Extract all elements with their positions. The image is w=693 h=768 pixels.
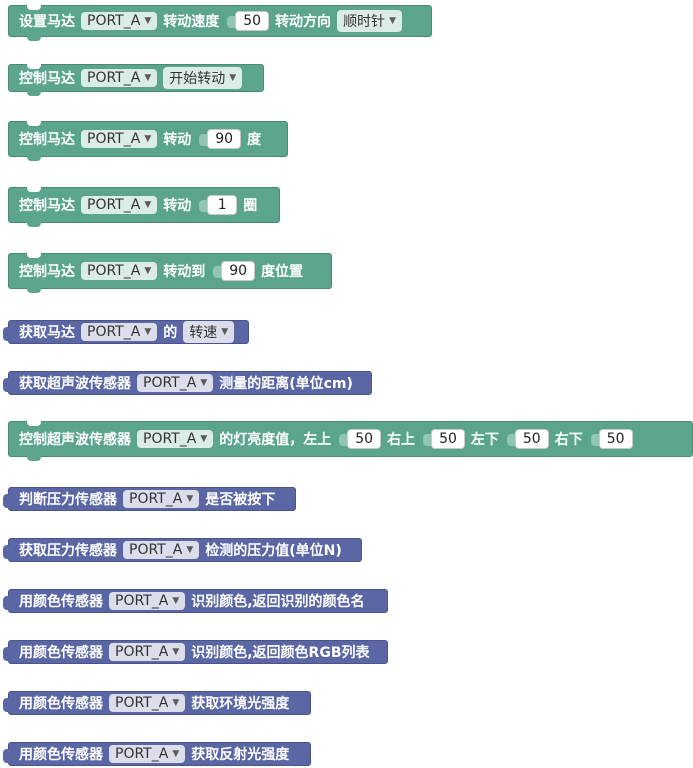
number-slot: 50 (590, 428, 633, 450)
block-text: 的灯亮度值，左上 (219, 432, 332, 448)
block-text: 控制马达 (19, 132, 75, 148)
chevron-down-icon: ▼ (200, 434, 208, 444)
chevron-down-icon: ▼ (172, 749, 180, 759)
port-dropdown[interactable]: PORT_A▼ (123, 541, 200, 559)
turns-input[interactable]: 1 (207, 195, 238, 215)
block-text: 控制马达 (19, 198, 75, 214)
block-get-pressure-value[interactable]: 获取压力传感器 PORT_A▼ 检测的压力值(单位N) (3, 538, 362, 562)
block-text: 左下 (470, 432, 499, 448)
chevron-down-icon: ▼ (186, 545, 194, 555)
chevron-down-icon: ▼ (144, 16, 152, 26)
chevron-down-icon: ▼ (229, 73, 237, 83)
block-text: 获取马达 (19, 325, 75, 341)
block-color-sensor-ambient[interactable]: 用颜色传感器 PORT_A▼ 获取环境光强度 (3, 691, 311, 715)
number-slot: 90 (213, 260, 256, 282)
chevron-down-icon: ▼ (144, 200, 152, 210)
block-text: 转动 (163, 198, 192, 214)
block-color-sensor-name[interactable]: 用颜色传感器 PORT_A▼ 识别颜色,返回识别的颜色名 (3, 589, 388, 613)
chevron-down-icon: ▼ (172, 596, 180, 606)
block-text: 是否被按下 (205, 492, 276, 508)
port-dropdown[interactable]: PORT_A▼ (137, 430, 214, 448)
block-text: 右下 (554, 432, 583, 448)
block-text: 度位置 (261, 264, 304, 280)
block-get-ultrasonic-distance[interactable]: 获取超声波传感器 PORT_A▼ 测量的距离(单位cm) (3, 371, 372, 395)
bottom-left-input[interactable]: 50 (514, 429, 549, 449)
port-dropdown[interactable]: PORT_A▼ (109, 643, 186, 661)
block-text: 度 (247, 132, 262, 148)
port-dropdown[interactable]: PORT_A▼ (81, 323, 158, 341)
block-get-motor-property[interactable]: 获取马达 PORT_A▼ 的 转速▼ (3, 320, 249, 344)
block-text: 控制马达 (19, 264, 75, 280)
block-text: 判断压力传感器 (19, 492, 117, 508)
degrees-input[interactable]: 90 (207, 129, 242, 149)
number-slot: 50 (339, 428, 382, 450)
block-is-pressure-pressed[interactable]: 判断压力传感器 PORT_A▼ 是否被按下 (3, 487, 296, 511)
block-text: 的 (163, 325, 178, 341)
chevron-down-icon: ▼ (186, 494, 194, 504)
block-text: 右上 (387, 432, 416, 448)
port-dropdown[interactable]: PORT_A▼ (109, 592, 186, 610)
number-slot: 1 (199, 194, 238, 216)
block-text: 测量的距离(单位cm) (219, 376, 353, 392)
block-text: 转动到 (163, 264, 206, 280)
bottom-right-input[interactable]: 50 (598, 429, 633, 449)
number-slot: 90 (199, 128, 242, 150)
block-text: 圈 (243, 198, 258, 214)
block-text: 转动速度 (163, 14, 220, 30)
chevron-down-icon: ▼ (144, 266, 152, 276)
block-text: 获取超声波传感器 (19, 376, 131, 392)
chevron-down-icon: ▼ (144, 73, 152, 83)
block-text: 设置马达 (19, 14, 75, 30)
block-text: 获取环境光强度 (191, 696, 290, 712)
block-control-motor-position[interactable]: 控制马达 PORT_A▼ 转动到 90 度位置 (8, 253, 332, 293)
port-dropdown[interactable]: PORT_A▼ (81, 196, 158, 214)
chevron-down-icon: ▼ (172, 698, 180, 708)
block-text: 控制马达 (19, 71, 75, 87)
port-dropdown[interactable]: PORT_A▼ (109, 694, 186, 712)
chevron-down-icon: ▼ (200, 378, 208, 388)
block-text: 检测的压力值(单位N) (205, 543, 342, 559)
port-dropdown[interactable]: PORT_A▼ (81, 130, 158, 148)
block-color-sensor-rgb[interactable]: 用颜色传感器 PORT_A▼ 识别颜色,返回颜色RGB列表 (3, 640, 388, 664)
number-slot: 50 (227, 10, 270, 32)
number-slot: 50 (506, 428, 549, 450)
block-text: 用颜色传感器 (19, 696, 103, 712)
speed-input[interactable]: 50 (235, 11, 270, 31)
block-text: 用颜色传感器 (19, 594, 103, 610)
block-text: 用颜色传感器 (19, 747, 103, 763)
position-input[interactable]: 90 (221, 261, 256, 281)
block-text: 识别颜色,返回颜色RGB列表 (191, 645, 370, 661)
block-text: 获取反射光强度 (191, 747, 290, 763)
block-control-motor-turns[interactable]: 控制马达 PORT_A▼ 转动 1 圈 (8, 187, 280, 227)
number-slot: 50 (423, 428, 465, 450)
block-text: 转动方向 (275, 14, 332, 30)
action-dropdown[interactable]: 开始转动▼ (163, 67, 243, 89)
port-dropdown[interactable]: PORT_A▼ (123, 490, 200, 508)
port-dropdown[interactable]: PORT_A▼ (81, 69, 158, 87)
port-dropdown[interactable]: PORT_A▼ (81, 12, 158, 30)
property-dropdown[interactable]: 转速▼ (183, 321, 235, 343)
chevron-down-icon: ▼ (172, 647, 180, 657)
chevron-down-icon: ▼ (144, 134, 152, 144)
top-right-input[interactable]: 50 (431, 429, 465, 449)
chevron-down-icon: ▼ (389, 16, 396, 26)
block-control-motor-degrees[interactable]: 控制马达 PORT_A▼ 转动 90 度 (8, 121, 288, 161)
block-text: 获取压力传感器 (19, 543, 117, 559)
chevron-down-icon: ▼ (144, 327, 152, 337)
block-text: 识别颜色,返回识别的颜色名 (191, 594, 365, 610)
block-control-motor-start[interactable]: 控制马达 PORT_A▼ 开始转动▼ (8, 64, 264, 96)
direction-dropdown[interactable]: 顺时针▼ (337, 10, 402, 32)
block-text: 控制超声波传感器 (19, 432, 131, 448)
port-dropdown[interactable]: PORT_A▼ (109, 745, 186, 763)
block-text: 转动 (163, 132, 192, 148)
block-color-sensor-reflected[interactable]: 用颜色传感器 PORT_A▼ 获取反射光强度 (3, 742, 311, 766)
block-text: 用颜色传感器 (19, 645, 103, 661)
port-dropdown[interactable]: PORT_A▼ (81, 262, 158, 280)
top-left-input[interactable]: 50 (347, 429, 382, 449)
port-dropdown[interactable]: PORT_A▼ (137, 374, 214, 392)
block-set-motor-speed[interactable]: 设置马达 PORT_A▼ 转动速度 50 转动方向 顺时针▼ (8, 5, 432, 41)
chevron-down-icon: ▼ (221, 327, 229, 337)
block-control-ultrasonic-lights[interactable]: 控制超声波传感器 PORT_A▼ 的灯亮度值，左上 50 右上 50 左下 50… (8, 421, 693, 461)
